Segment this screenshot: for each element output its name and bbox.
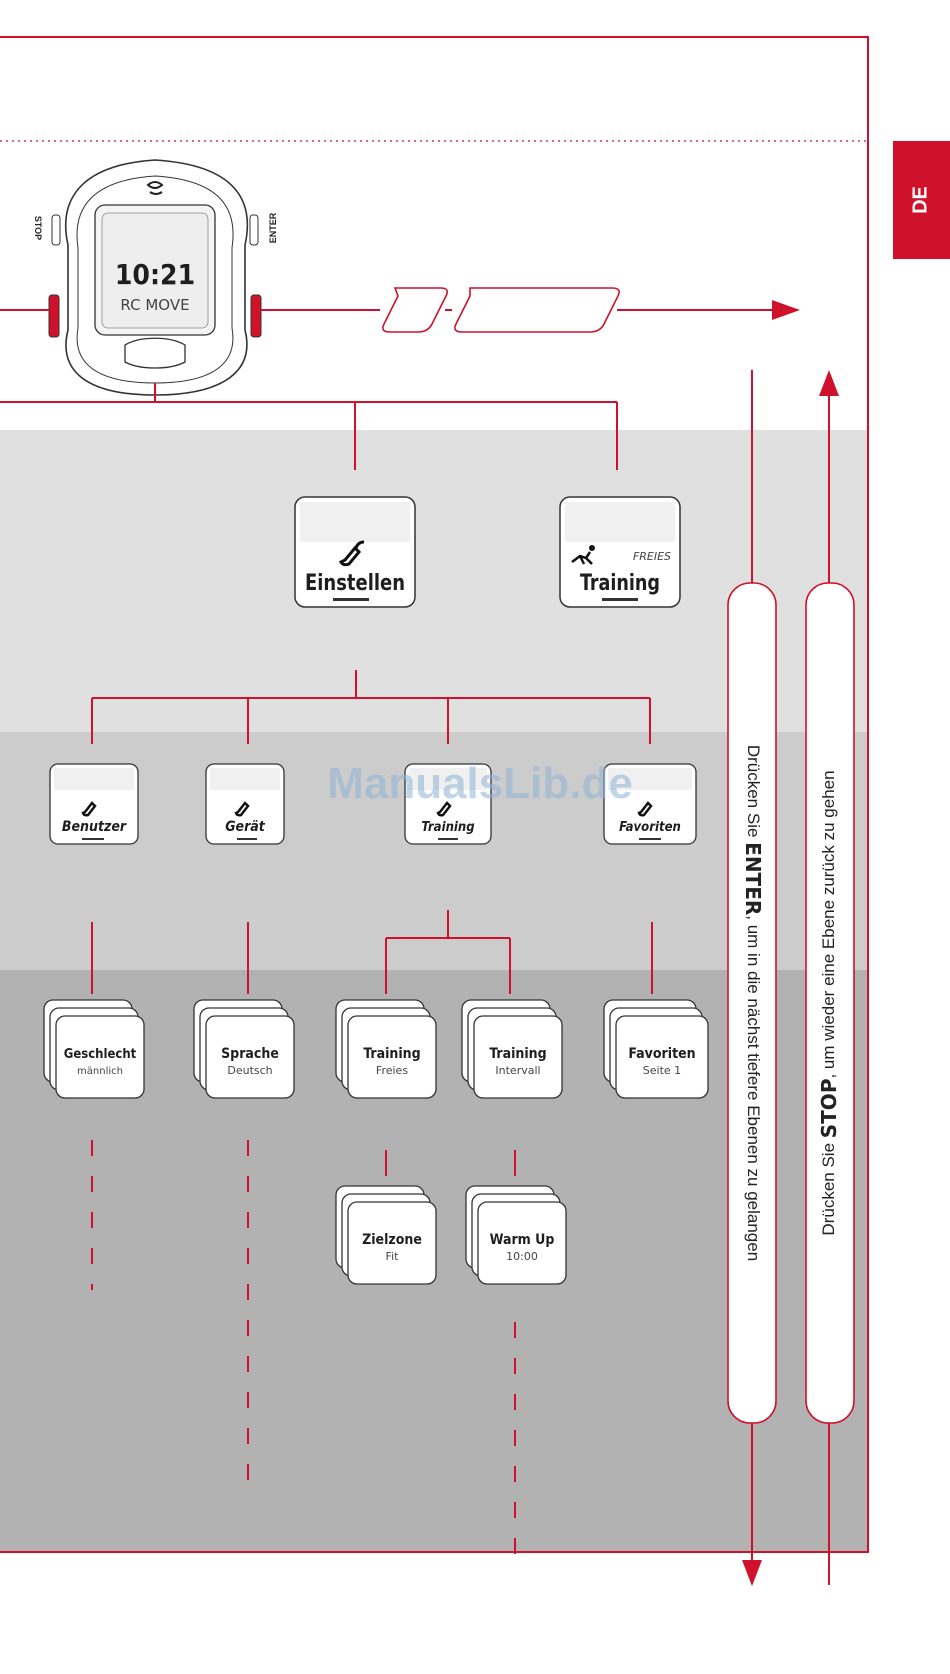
stack-training-freies[interactable] bbox=[335, 999, 437, 1099]
screen-einstellen-label: Einstellen bbox=[305, 571, 405, 596]
level-1-band bbox=[0, 430, 868, 732]
level-4-stacks bbox=[335, 1185, 567, 1285]
wrench-icon bbox=[234, 801, 250, 817]
wrench-icon bbox=[436, 801, 452, 817]
warm-up-title: Warm Up bbox=[490, 1232, 555, 1248]
zielzone-value: Fit bbox=[386, 1250, 400, 1263]
wrench-icon bbox=[81, 801, 97, 817]
favoriten-seite-value: Seite 1 bbox=[643, 1064, 681, 1077]
screen-favoriten[interactable] bbox=[603, 763, 697, 845]
stop-instruction-box bbox=[805, 582, 855, 1424]
tree-connectors bbox=[0, 383, 653, 1176]
wrench-icon bbox=[338, 540, 365, 567]
enter-instruction: Drücken Sie ENTER, um in die nächst tief… bbox=[742, 745, 766, 1261]
sprache-title: Sprache bbox=[221, 1046, 279, 1062]
training-intervall-value: Intervall bbox=[495, 1064, 540, 1077]
watch-illustration bbox=[48, 159, 262, 396]
stack-favoriten-seite[interactable] bbox=[603, 999, 709, 1099]
screen-geraet[interactable] bbox=[205, 763, 285, 845]
training-intervall-title: Training bbox=[489, 1046, 546, 1062]
watch-time: 10:21 bbox=[115, 258, 195, 291]
warm-up-value: 10:00 bbox=[506, 1250, 538, 1263]
language-tab[interactable] bbox=[893, 141, 950, 259]
enter-button-label: ENTER bbox=[268, 212, 278, 243]
screen-training-settings[interactable] bbox=[404, 763, 492, 845]
page-frame bbox=[0, 36, 869, 1553]
sprache-value: Deutsch bbox=[227, 1064, 272, 1077]
stack-sprache[interactable] bbox=[193, 999, 295, 1099]
stack-zielzone[interactable] bbox=[335, 1185, 437, 1285]
stop-instruction: Drücken Sie STOP, um wieder eine Ebene z… bbox=[817, 770, 841, 1235]
screen-freies-label: FREIES bbox=[633, 550, 671, 563]
screen-freies-training[interactable] bbox=[559, 496, 681, 608]
watch-enter-button[interactable] bbox=[250, 294, 262, 338]
language-tab-label: DE bbox=[909, 186, 931, 214]
watermark: ManualsLib.de bbox=[327, 759, 633, 808]
geschlecht-title: Geschlecht bbox=[64, 1047, 137, 1062]
training-freies-title: Training bbox=[363, 1046, 420, 1062]
stack-geschlecht[interactable] bbox=[43, 999, 145, 1099]
screen-einstellen[interactable] bbox=[294, 496, 416, 608]
favoriten-seite-title: Favoriten bbox=[628, 1046, 695, 1062]
watch-stop-button[interactable] bbox=[48, 294, 60, 338]
stop-button-label: STOP bbox=[33, 216, 43, 240]
screen-geraet-label: Gerät bbox=[225, 819, 266, 835]
geschlecht-value: männlich bbox=[77, 1066, 123, 1077]
level-3-stacks bbox=[43, 999, 709, 1099]
enter-instruction-box bbox=[727, 582, 777, 1424]
menu-cycle-arrow bbox=[0, 287, 800, 333]
screen-favoriten-label: Favoriten bbox=[619, 820, 681, 835]
screen-benutzer[interactable] bbox=[49, 763, 139, 845]
continuation-dashes bbox=[91, 1140, 516, 1556]
watch-model: RC MOVE bbox=[120, 296, 189, 314]
screen-training-settings-label: Training bbox=[421, 820, 474, 835]
stack-warm-up[interactable] bbox=[465, 1185, 567, 1285]
screen-benutzer-label: Benutzer bbox=[62, 819, 127, 835]
zielzone-title: Zielzone bbox=[362, 1232, 422, 1248]
level-2-screens bbox=[49, 763, 697, 845]
runner-icon bbox=[571, 551, 593, 565]
training-freies-value: Freies bbox=[376, 1064, 408, 1077]
stack-training-intervall[interactable] bbox=[461, 999, 563, 1099]
wrench-icon bbox=[637, 801, 653, 817]
screen-training-label: Training bbox=[580, 571, 660, 596]
